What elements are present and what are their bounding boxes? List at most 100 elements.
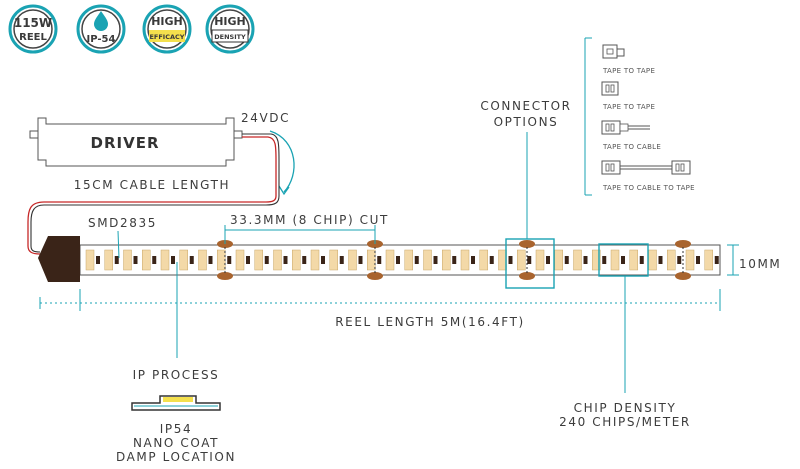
led-chip <box>160 249 170 271</box>
led-chip <box>329 249 338 271</box>
driver-label: DRIVER <box>91 134 160 152</box>
led-chip <box>460 249 470 271</box>
chip-group <box>85 249 719 271</box>
led-chip <box>442 249 451 271</box>
led-chip <box>517 249 526 271</box>
connector-option-1-label: TAPE TO TAPE <box>602 67 655 75</box>
resistor <box>583 256 588 264</box>
led-chip <box>385 249 395 271</box>
resistor <box>133 256 138 264</box>
led-chip <box>310 249 320 271</box>
resistor <box>377 256 382 264</box>
led-chip <box>254 249 263 271</box>
solder-pad <box>675 240 691 248</box>
ip54-label: IP54 <box>160 422 192 436</box>
connector-tape-to-cable-to-tape: TAPE TO CABLE TO TAPE <box>601 160 695 192</box>
connector-tape-to-cable: TAPE TO CABLE <box>601 120 661 151</box>
led-chip <box>104 249 113 271</box>
connector-option-3-label: TAPE TO CABLE <box>602 143 661 151</box>
led-chip <box>235 249 245 271</box>
solder-pad <box>367 272 383 280</box>
cut-length-label: 33.3MM (8 CHIP) CUT <box>230 213 389 227</box>
led-chip <box>367 249 376 271</box>
resistor <box>527 256 532 264</box>
resistor <box>546 256 550 264</box>
led-chip <box>535 249 545 271</box>
cut-point <box>217 240 233 280</box>
led-chip <box>554 249 563 271</box>
reel-length-label: REEL LENGTH 5M(16.4FT) <box>335 315 525 329</box>
badge-high2-text: HIGH <box>214 15 246 28</box>
ip-coating-profile <box>131 395 221 411</box>
resistor <box>489 256 494 264</box>
resistor <box>471 256 475 264</box>
resistor <box>639 256 644 264</box>
led-chip <box>704 249 713 271</box>
led-chip <box>179 249 188 271</box>
resistor <box>508 256 513 264</box>
led-chip <box>273 249 282 271</box>
led-chip <box>404 249 413 271</box>
led-chip <box>479 249 488 271</box>
cut-point <box>675 240 691 280</box>
chip-density-label: CHIP DENSITY <box>574 401 677 415</box>
resistor <box>452 256 457 264</box>
connector-tape-to-tape-1: TAPE TO TAPE <box>602 44 655 75</box>
width-label: 10MM <box>739 257 781 271</box>
led-chip <box>610 249 620 271</box>
chip-leader <box>117 230 120 259</box>
badge-efficacy-text: EFFICACY <box>149 33 184 41</box>
water-drop-icon <box>94 11 108 31</box>
solder-pad <box>519 272 535 280</box>
connector-bracket <box>584 37 592 196</box>
end-cap <box>38 236 80 282</box>
badge-density-text: DENSITY <box>214 33 246 41</box>
cable-pair <box>27 133 280 255</box>
badge-reel-text: REEL <box>19 32 47 43</box>
resistor <box>302 256 307 264</box>
resistor <box>152 256 157 264</box>
badge-high-efficacy: HIGH EFFICACY <box>142 4 192 54</box>
resistor <box>321 256 325 264</box>
resistor <box>658 256 663 264</box>
width-marker <box>727 244 739 276</box>
led-chip <box>348 249 357 271</box>
resistor <box>208 256 213 264</box>
solder-pad <box>519 240 535 248</box>
chip-type-label: SMD2835 <box>88 216 157 230</box>
resistor <box>414 256 419 264</box>
resistor <box>696 256 700 264</box>
resistor <box>246 256 250 264</box>
led-chip <box>217 249 226 271</box>
led-chip <box>648 249 657 271</box>
led-chip <box>198 249 207 271</box>
badge-high-text: HIGH <box>151 15 183 28</box>
led-chip <box>573 249 582 271</box>
connector-tape-to-tape-2: TAPE TO TAPE <box>601 81 655 111</box>
led-chip <box>667 249 676 271</box>
density-highlight <box>598 243 649 277</box>
led-chip <box>498 249 507 271</box>
badge-ip54: IP-54 <box>76 4 126 54</box>
resistor <box>114 256 119 264</box>
cable-length-label: 15CM CABLE LENGTH <box>74 178 230 192</box>
resistor <box>621 256 625 264</box>
resistor <box>602 256 607 264</box>
reel-length-dimension <box>39 289 721 311</box>
cut-dimension <box>224 225 376 244</box>
badge-115w-reel: 115W REEL <box>8 4 58 54</box>
resistor <box>189 256 194 264</box>
badge-115w-text: 115W <box>14 16 52 30</box>
led-chip <box>123 249 132 271</box>
resistor <box>714 256 719 264</box>
led-chip <box>142 249 151 271</box>
connector-option-4-label: TAPE TO CABLE TO TAPE <box>602 184 695 192</box>
nano-coat-label: NANO COAT <box>133 436 219 450</box>
led-chip <box>685 249 695 271</box>
badge-ip54-text: IP-54 <box>87 34 116 45</box>
resistor <box>264 256 269 264</box>
connector-option-2-label: TAPE TO TAPE <box>602 103 655 111</box>
cut-point <box>519 240 535 280</box>
solder-pad <box>217 272 233 280</box>
